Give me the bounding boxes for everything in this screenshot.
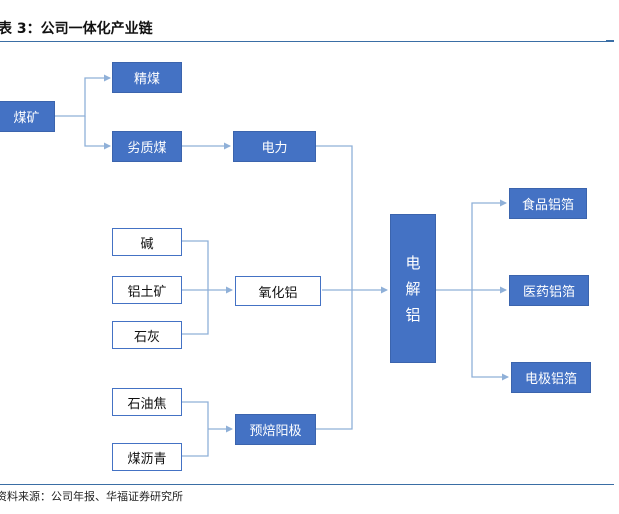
node-food-foil: 食品铝箔 — [509, 188, 587, 219]
node-coal-mine: 煤矿 — [0, 101, 55, 132]
node-prebaked-anode: 预焙阳极 — [235, 414, 316, 445]
footer-divider — [0, 484, 614, 485]
title-divider-accent — [606, 40, 614, 42]
node-medical-foil: 医药铝箔 — [509, 275, 589, 306]
node-alkali: 碱 — [112, 228, 182, 256]
node-alumina: 氧化铝 — [235, 276, 321, 306]
node-electrolytic-aluminum-char-1: 电 — [405, 253, 421, 272]
node-fine-coal: 精煤 — [112, 62, 182, 93]
node-electrolytic-aluminum-char-2: 解 — [405, 279, 421, 298]
title-divider — [0, 41, 612, 42]
node-electrode-foil: 电极铝箔 — [511, 362, 591, 393]
node-bauxite: 铝土矿 — [112, 276, 182, 304]
node-inferior-coal: 劣质煤 — [112, 131, 182, 162]
node-power: 电力 — [233, 131, 316, 162]
node-electrolytic-aluminum: 电 解 铝 — [390, 214, 436, 363]
source-note: 资料来源：公司年报、华福证券研究所 — [0, 490, 183, 503]
node-electrolytic-aluminum-char-3: 铝 — [405, 305, 421, 324]
node-lime: 石灰 — [112, 321, 182, 349]
node-petroleum-coke: 石油焦 — [112, 388, 182, 416]
page-title: 表 3：公司一体化产业链 — [0, 21, 153, 37]
node-coal-pitch: 煤沥青 — [112, 443, 182, 471]
